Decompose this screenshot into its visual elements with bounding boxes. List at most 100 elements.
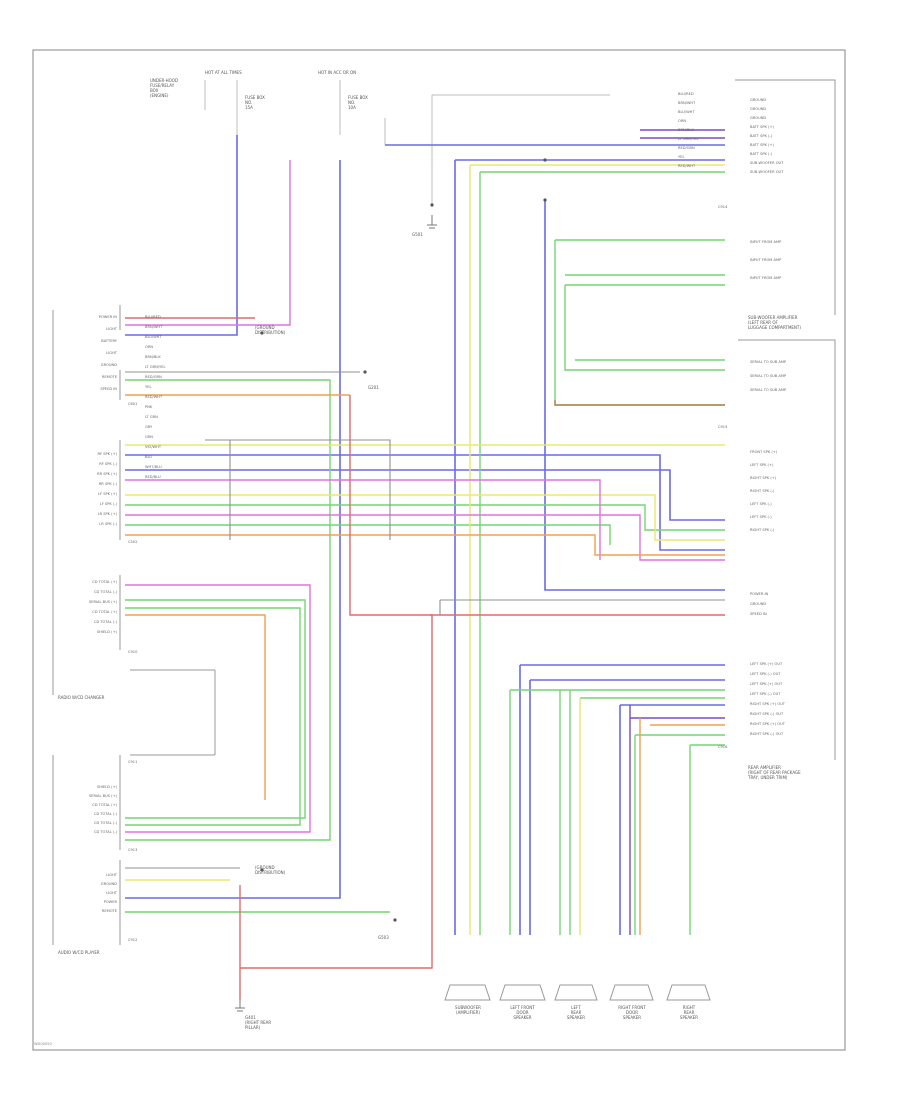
wire-color-label: BLU/RED [145,315,161,319]
diagram-watermark: WD00050 [34,1042,52,1046]
left-pins-cd-item: CD TOTAL (+) [92,580,117,584]
wire-color-label: BLU [145,455,152,459]
left-pins-bottom-item: REMOTE [101,909,117,913]
left-pins-lower-item: SHIELD (+) [96,785,117,789]
left-pins-speakers-item: RF SPK (-) [99,462,117,466]
right-pins-rear-item: RIGHT SPK (+) OUT [750,722,785,726]
wire-color-label: WHT/BLU [145,465,162,469]
connector-c910: C910 [128,650,138,654]
right-pins-rear-item: RIGHT SPK (-) OUT [750,712,784,716]
wire-color-label: BLU/WHT [145,335,162,339]
wire-color-label: BRN/WHT [678,101,696,105]
left-pins-speakers-item: LF SPK (+) [98,492,117,496]
label-fuse-b: FUSE BOX NO. 10A [348,95,368,110]
label-rear-amp: REAR AMPLIFIER (RIGHT OF REAR PACKAGE TR… [748,765,801,780]
right-bracket-group [735,79,836,760]
label-fuse-a: FUSE BOX NO. 15A [245,95,265,110]
right-pins-top-item: BATT SPK (-) [750,134,773,138]
left-pins-radio-item: LIGHT [106,351,117,355]
label-underhood-box: UNDER-HOOD FUSE/RELAY BOX (ENGINE) [150,78,178,98]
right-pins-sub-item: SERIAL TO SUB AMP [750,388,787,392]
connector-c502: C502 [128,540,138,544]
wire-color-label: GRY [145,425,153,429]
left-pins-speakers-item: LR SPK (-) [99,522,117,526]
label-right-rear-speaker: RIGHT REAR SPEAKER [679,1005,699,1020]
label-hot-in-acc: HOT IN ACC OR ON [318,70,357,75]
connector-c916: C916 [718,745,728,749]
label-ground-dist-a: (GROUND DISTRIBUTION) [255,325,286,335]
right-pins-sub-item: SERIAL TO SUB AMP [750,360,787,364]
label-subwoofer: SUBWOOFER (AMPLIFIER) [455,1005,481,1015]
left-pins-bottom-item: GROUND [100,882,117,886]
left-pins-lower-item: CD TOTAL (+) [92,803,117,807]
connector-c911: C911 [128,760,138,764]
right-pins-top-item: GROUND [750,98,767,102]
connector-c912: C912 [128,938,138,942]
left-pins-radio-item: SPEED IN [100,387,117,391]
splice-dots [260,158,547,922]
left-pins-cd-item: SERIAL BUS (+) [88,600,117,604]
wire-color-label: LT GRN/YEL [678,137,699,141]
left-pins-bottom-item: LIGHT [106,873,117,877]
label-radio-cd-changer: RADIO W/CD CHANGER [58,695,105,700]
wire-color-label: YEL [678,155,685,159]
right-pins-front-item: LEFT SPK (-) [750,515,772,519]
wire-color-label: VIO/WHT [145,445,162,449]
speaker-connectors [444,984,711,1001]
right-pins-front-item: LEFT SPK (-) [750,502,772,506]
wires-green [125,171,725,935]
left-pins-lower-item: SERIAL BUS (+) [88,794,117,798]
wires-red [125,317,725,1000]
right-pins-top-item: BATT SPK (+) [750,125,774,129]
right-pins-front-item: LEFT SPK (+) [750,463,774,467]
connector-c914: C914 [718,205,728,209]
label-ground-g201: G201 [368,385,379,390]
right-pins-power-item: GROUND [750,602,767,606]
label-audio-cd-player: AUDIO W/CD PLAYER [58,950,100,955]
left-pins-speakers-item: RR SPK (-) [98,482,117,486]
right-pins-rear-item: LEFT SPK (-) OUT [750,672,781,676]
fuse-lines [204,80,610,205]
label-ground-g501: G501 [412,232,423,237]
wire-color-label: RED/BLU [145,475,161,479]
right-pins-front-item: RIGHT SPK (+) [750,476,777,480]
wire-color-label: BLU/RED [678,92,694,96]
left-pins-radio-item: REMOTE [101,375,117,379]
label-right-front-door-speaker: RIGHT FRONT DOOR SPEAKER [618,1005,646,1020]
label-left-rear-speaker: LEFT REAR SPEAKER [566,1005,586,1020]
wire-color-label: GRN [145,435,153,439]
wire-color-label: BRN/BLK [678,128,694,132]
right-pins-mid-item: INPUT FROM AMP [750,276,782,280]
left-pins-speakers-item: LR SPK (+) [97,512,117,516]
left-pins-lower-item: CD TOTAL (-) [93,812,117,816]
wire-color-label: ORN [678,119,687,123]
right-pins-top-item: SUB-WOOFER OUT [750,170,784,174]
left-pins-lower-item: CD TOTAL (-) [93,821,117,825]
wires-purple [629,129,725,935]
right-pins-top-item: BATT SPK (-) [750,152,773,156]
label-ground-g503: G503 [378,935,389,940]
wires-brown [554,400,725,406]
wires-pink [125,160,725,833]
connector-c601: C601 [128,402,138,406]
wire-color-label: ORN [145,345,154,349]
wire-color-label: PNK [145,405,153,409]
label-ground-dist-b: (GROUND DISTRIBUTION) [255,865,286,875]
right-pins-front-item: RIGHT SPK (-) [750,489,775,493]
right-pins-mid-item: INPUT FROM AMP [750,240,782,244]
left-pins-cd-item: CD TOTAL (+) [92,610,117,614]
right-pins-rear-item: LEFT SPK (+) OUT [750,682,783,686]
label-left-front-door-speaker: LEFT FRONT DOOR SPEAKER [510,1005,535,1020]
left-pins-speakers-item: RF SPK (+) [97,452,117,456]
label-ground-g401: G401 (RIGHT REAR PILLAR) [245,1015,272,1030]
right-pins-power-item: SPEED IN [750,612,767,616]
wires-blue [125,135,725,935]
left-pins-radio-item: LIGHT [106,327,117,331]
wires-gray [125,371,725,869]
left-pins-speakers-item: LF SPK (-) [99,502,117,506]
right-pins-power-item: POWER IN [750,592,769,596]
right-pins-rear-item: RIGHT SPK (-) OUT [750,732,784,736]
radio-bracket-group [52,305,216,945]
wire-color-label: YEL [145,385,152,389]
